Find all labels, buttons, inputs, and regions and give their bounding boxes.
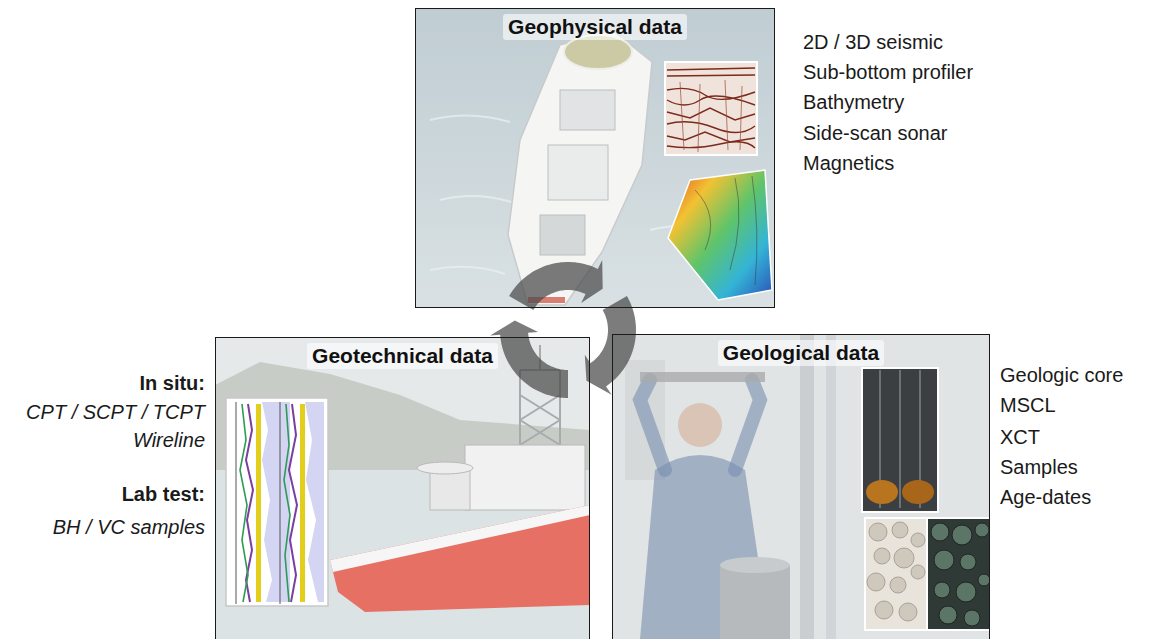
panel-heading: Geotechnical data [307, 343, 498, 369]
list-item: Age-dates [1000, 485, 1091, 509]
list-item: In situ: [139, 371, 205, 395]
list-item: BH / VC samples [53, 515, 205, 539]
panel-heading: Geophysical data [503, 14, 687, 40]
list-item: Sub-bottom profiler [803, 60, 973, 84]
data-panel: Geotechnical data [215, 337, 590, 639]
list-item: Lab test: [122, 482, 205, 506]
list-item: Wireline [133, 428, 205, 452]
list-item: Samples [1000, 455, 1078, 479]
data-panel: Geophysical data [415, 8, 775, 308]
list-item: Magnetics [803, 151, 894, 175]
list-item: Geologic core [1000, 363, 1123, 387]
list-item: XCT [1000, 425, 1040, 449]
data-panel: Geological data [612, 334, 990, 639]
cycle-arrow-segment [509, 260, 603, 310]
cycle-arrow-segment [585, 296, 636, 395]
lab-photo [612, 334, 990, 639]
panel-heading: Geological data [718, 340, 884, 366]
list-item: CPT / SCPT / TCPT [26, 400, 205, 424]
list-item: Side-scan sonar [803, 121, 948, 145]
list-item: Bathymetry [803, 90, 904, 114]
list-item: 2D / 3D seismic [803, 30, 943, 54]
vessel-photo [415, 8, 775, 308]
cycle-arrow [490, 260, 636, 398]
cycle-arrow-segment [490, 321, 568, 398]
list-item: MSCL [1000, 393, 1056, 417]
